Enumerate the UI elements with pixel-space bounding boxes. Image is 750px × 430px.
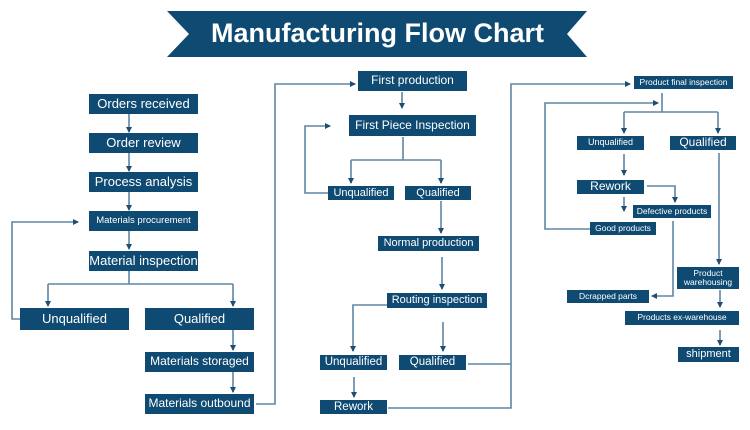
node-qualified-3: Qualified: [670, 136, 736, 150]
node-unqualified-2: Unqualified: [328, 186, 394, 200]
node-scrapped-parts: Dcrapped parts: [567, 290, 649, 303]
arrow-inspection-split: [48, 271, 233, 285]
node-materials-procurement: Materials procurement: [89, 211, 198, 231]
arrow-defective-to-scrapped: [651, 221, 674, 299]
arrow-final-split: [624, 93, 718, 113]
node-material-inspection: Material inspection: [89, 251, 198, 271]
node-rework-3: Rework: [577, 180, 644, 194]
node-routing-inspection: Routing inspection: [387, 293, 487, 308]
loop-good-products-to-final: [544, 100, 659, 230]
arrow-fpi-split: [351, 137, 441, 161]
node-orders-received: Orders received: [89, 94, 198, 114]
wire-outbound-to-first-production: [256, 81, 356, 405]
page-title: Manufacturing Flow Chart: [211, 18, 544, 48]
title-banner: [167, 11, 587, 57]
node-unqualified-routing: Unqualified: [320, 355, 387, 370]
node-unqualified-1: Unqualified: [20, 308, 129, 330]
arrow-rework-to-defective: [647, 185, 678, 203]
node-products-ex-warehouse: Products ex-warehouse: [625, 311, 739, 325]
node-order-review: Order review: [89, 133, 198, 153]
node-unqualified-3: Unqualified: [577, 136, 644, 150]
node-qualified-1: Qualified: [145, 308, 254, 330]
loop-unqualified-to-fpi: [304, 123, 331, 194]
arrow-routing-to-unqualified: [350, 304, 387, 352]
node-qualified-routing: Qualified: [399, 355, 466, 370]
node-product-warehousing: Product warehousing: [677, 267, 739, 289]
node-materials-outbound: Materials outbound: [145, 394, 254, 414]
node-shipment: shipment: [678, 347, 739, 362]
node-process-analysis: Process analysis: [89, 172, 198, 192]
node-defective-products: Defective products: [633, 205, 711, 218]
node-product-final-inspection: Product final inspection: [634, 76, 733, 89]
node-first-piece-inspection: First Piece Inspection: [349, 115, 476, 136]
node-rework-2: Rework: [320, 400, 387, 414]
node-materials-storaged: Materials storaged: [145, 352, 254, 372]
node-first-production: First production: [358, 71, 467, 91]
wire-qualified-to-final-inspection: [388, 84, 630, 409]
node-qualified-2: Qualified: [405, 186, 471, 200]
loop-unqualified-to-procurement: [11, 219, 79, 320]
node-normal-production: Normal production: [378, 236, 479, 251]
node-good-products: Good products: [590, 222, 656, 235]
